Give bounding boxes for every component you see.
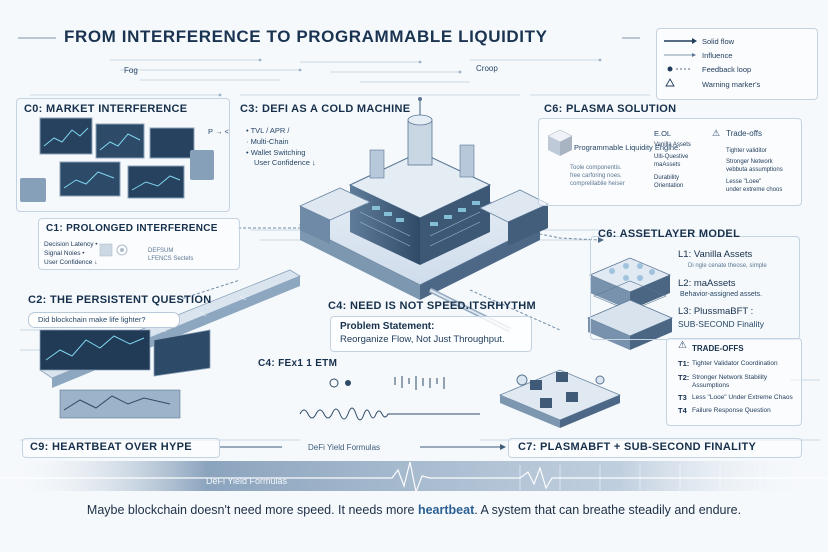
footer-pre: Maybe blockchain doesn't need more speed… [87, 503, 418, 517]
c4b-title: C4: FEx1 1 ETM [258, 358, 337, 369]
legend-influence: Influence [702, 51, 732, 60]
tradeoff-t4-key: T4 [678, 407, 687, 415]
c6-tradeoff-5: under extreme choos [726, 186, 782, 194]
mid-6: Orientation [654, 182, 683, 190]
tradeoff-t1: Tighter Validator Coordination [692, 360, 778, 368]
c1-side-1: DEFSUM [148, 247, 173, 255]
legend-feedback-loop: Feedback loop [702, 65, 751, 74]
mid-3: Uiti-Questive [654, 153, 688, 161]
c9-title: C9: HEARTBEAT OVER HYPE [30, 441, 192, 453]
c4-title: C4: NEED IS NOT SPEED.ITSRHYTHM [328, 300, 536, 312]
l2-sub: Behavior-assigned assets. [680, 291, 762, 299]
tradeoffs-title: TRADE-OFFS [692, 344, 744, 353]
c1-title: C1: PROLONGED INTERFERENCE [46, 223, 218, 234]
tradeoff-t2: Stronger Network Stability [692, 374, 767, 382]
page-title: FROM INTERFERENCE TO PROGRAMMABLE LIQUID… [64, 27, 548, 47]
l1-sub: Di ngle cenate theose, simple [688, 262, 767, 270]
engine-sub-3: comprelilabile heiser [570, 180, 625, 188]
c3-item-3: • Wallet Switching [246, 148, 305, 158]
arrow-solid-icon [664, 38, 697, 44]
c7-title: C7: PLASMABFT + SUB-SECOND FINALITY [518, 441, 756, 453]
c6-tradeoffs-title: Trade-offs [726, 129, 762, 139]
engine-sub-1: Toole componentis. [570, 164, 622, 172]
tradeoff-t1-key: T1: [678, 360, 689, 368]
tradeoffs-warning-icon: ⚠ [678, 341, 687, 351]
c1-item-2: Signal Noies • [44, 250, 85, 258]
c0-panel [16, 98, 230, 212]
legend-symbols [662, 34, 702, 94]
c3-item-1: • TVL / APR / [246, 126, 289, 136]
tradeoff-t4: Failure Response Question [692, 407, 771, 415]
engine-sub-2: free carforing noes. [570, 172, 622, 180]
c6-tradeoff-4: Lesse "Loee" [726, 178, 761, 186]
tradeoff-t3: Less "Looe" Under Extreme Chaos [692, 394, 793, 402]
c2-question: Did blockchain make life lighter? [38, 315, 146, 325]
mini-warning-icon: ⚠ [712, 128, 720, 138]
l3-sub: SUB-SECOND Finality [678, 319, 764, 329]
l1-label: L1: Vanilla Assets [678, 249, 752, 260]
defi-formulas-top: DeFi Yield Formulas [308, 443, 380, 452]
c6-tradeoff-1: Tighter validitor [726, 147, 767, 155]
legend-solid-flow: Solid flow [702, 37, 734, 46]
c2-title: C2: THE PERSISTENT QUESTION [28, 294, 212, 306]
c3-title: C3: DEFI AS A COLD MACHINE [240, 103, 410, 115]
footer-highlight: heartbeat [418, 503, 474, 517]
problem-statement-text: Reorganize Flow, Not Just Throughput. [340, 334, 505, 345]
c6-plasma-title: C6: PLASMA SOLUTION [544, 103, 676, 115]
problem-statement-label: Problem Statement: [340, 321, 434, 332]
defi-formulas-bottom: DeFi Yield Formulas [206, 476, 287, 486]
tradeoff-t3-key: T3 [678, 394, 687, 402]
c1-side-2: LFENCS Sectets [148, 255, 193, 263]
c3-item-4: User Confidence ↓ [254, 158, 316, 168]
c6-asset-title: C6: ASSETLAYER MODEL [598, 228, 740, 240]
c1-item-3: User Confidence ↓ [44, 259, 97, 267]
c1-item-1: Decision Latency • [44, 241, 98, 249]
warning-triangle-icon [666, 79, 674, 86]
c3-item-2: · Multi-Chain [246, 137, 289, 147]
c0-title: C0: MARKET INTERFERENCE [24, 103, 187, 115]
croop-label: Croop [476, 64, 498, 74]
mid-2: Vanilla Assets [654, 141, 691, 149]
mid-5: Durability [654, 174, 679, 182]
mid-4: maAssets [654, 161, 680, 169]
arrow-thin-icon [664, 53, 696, 57]
l2-label: L2: maAssets [678, 278, 736, 289]
c6-tradeoff-3: vebbuta assumptions [726, 166, 783, 174]
c6-tradeoff-2: Stronger Network [726, 158, 773, 166]
footer-post: . A system that can breathe steadily and… [474, 503, 741, 517]
tradeoff-t2-key: T2: [678, 374, 689, 382]
legend-warning: Warning marker's [702, 80, 760, 89]
tradeoff-t2-cont: Assumptions [692, 382, 729, 390]
mid-1: E.OL [654, 129, 671, 139]
c3-side: P → < [208, 127, 229, 137]
footer-quote: Maybe blockchain doesn't need more speed… [0, 503, 828, 517]
loop-dot-icon [668, 67, 693, 72]
l3-label: L3: PlussmaBFT : [678, 306, 753, 317]
fog-label: Fog [124, 66, 138, 76]
